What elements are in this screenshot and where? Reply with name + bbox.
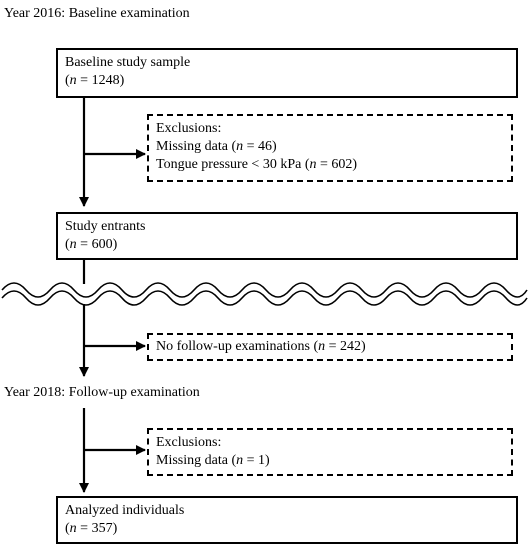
exclusions-1-title: Exclusions: [156, 121, 222, 136]
time-break-wave-lower [1, 290, 528, 306]
box-analyzed-title: Analyzed individuals [65, 503, 185, 518]
exclusions-1-tongue-pressure: Tongue pressure < 30 kPa (n = 602) [156, 157, 358, 172]
no-followup-text: No follow-up examinations (n = 242) [156, 339, 366, 354]
box-analyzed-count: (n = 357) [65, 521, 118, 536]
heading-year-2016: Year 2016: Baseline examination [4, 6, 190, 21]
exclusions-1-missing: Missing data (n = 46) [156, 139, 277, 154]
heading-year-2018: Year 2018: Follow-up examination [4, 385, 200, 400]
box-baseline-title: Baseline study sample [65, 55, 191, 70]
box-analyzed-individuals: Analyzed individuals (n = 357) [56, 496, 518, 544]
box-no-followup: No follow-up examinations (n = 242) [147, 333, 513, 361]
box-study-entrants: Study entrants (n = 600) [56, 212, 518, 260]
box-exclusions-baseline: Exclusions: Missing data (n = 46) Tongue… [147, 114, 513, 182]
box-exclusions-followup: Exclusions: Missing data (n = 1) [147, 428, 513, 476]
box-baseline-count: (n = 1248) [65, 73, 125, 88]
time-break-wave-upper [1, 282, 528, 298]
box-entrants-count: (n = 600) [65, 237, 118, 252]
exclusions-2-title: Exclusions: [156, 435, 222, 450]
exclusions-2-missing: Missing data (n = 1) [156, 453, 270, 468]
box-baseline-study-sample: Baseline study sample (n = 1248) [56, 48, 518, 98]
box-entrants-title: Study entrants [65, 219, 146, 234]
